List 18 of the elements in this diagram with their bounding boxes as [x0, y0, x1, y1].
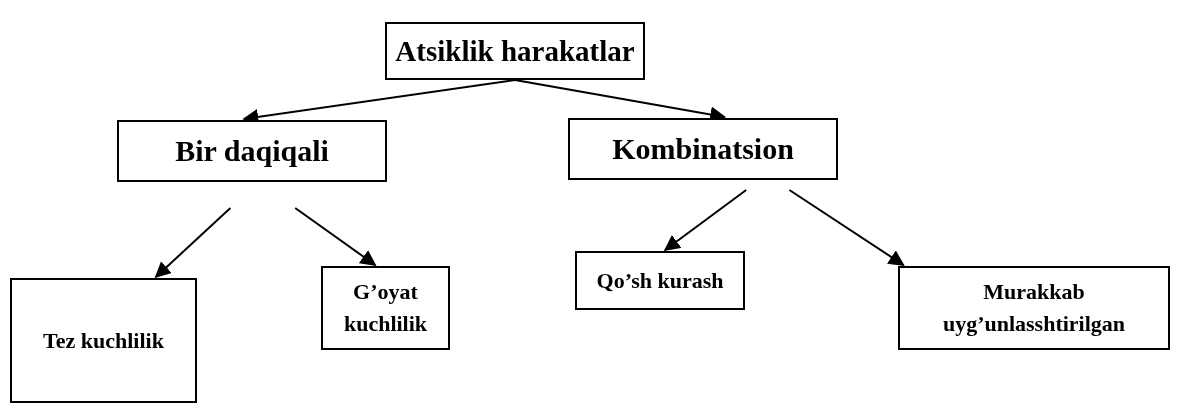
process-box	[10, 278, 197, 403]
process-box	[385, 22, 645, 80]
arrow	[788, 189, 905, 266]
box-label: G’oyat kuchlilik	[342, 278, 429, 338]
process-box	[898, 266, 1170, 350]
arrow	[294, 207, 377, 266]
process-box	[575, 251, 745, 310]
box-label: Bir daqiqali	[175, 133, 329, 170]
box-label: Atsiklik harakatlar	[395, 33, 635, 69]
arrow	[663, 189, 748, 251]
box-label: Qo’sh kurash	[596, 266, 724, 295]
box-label: Tez kuchlilik	[43, 326, 164, 355]
process-box	[117, 120, 387, 182]
box-label: Murakkab uyg’unlasshtirilgan	[941, 278, 1127, 338]
arrow	[154, 207, 232, 279]
process-box	[321, 266, 450, 350]
box-label: Kombinatsion	[612, 131, 794, 168]
process-box	[568, 118, 838, 180]
